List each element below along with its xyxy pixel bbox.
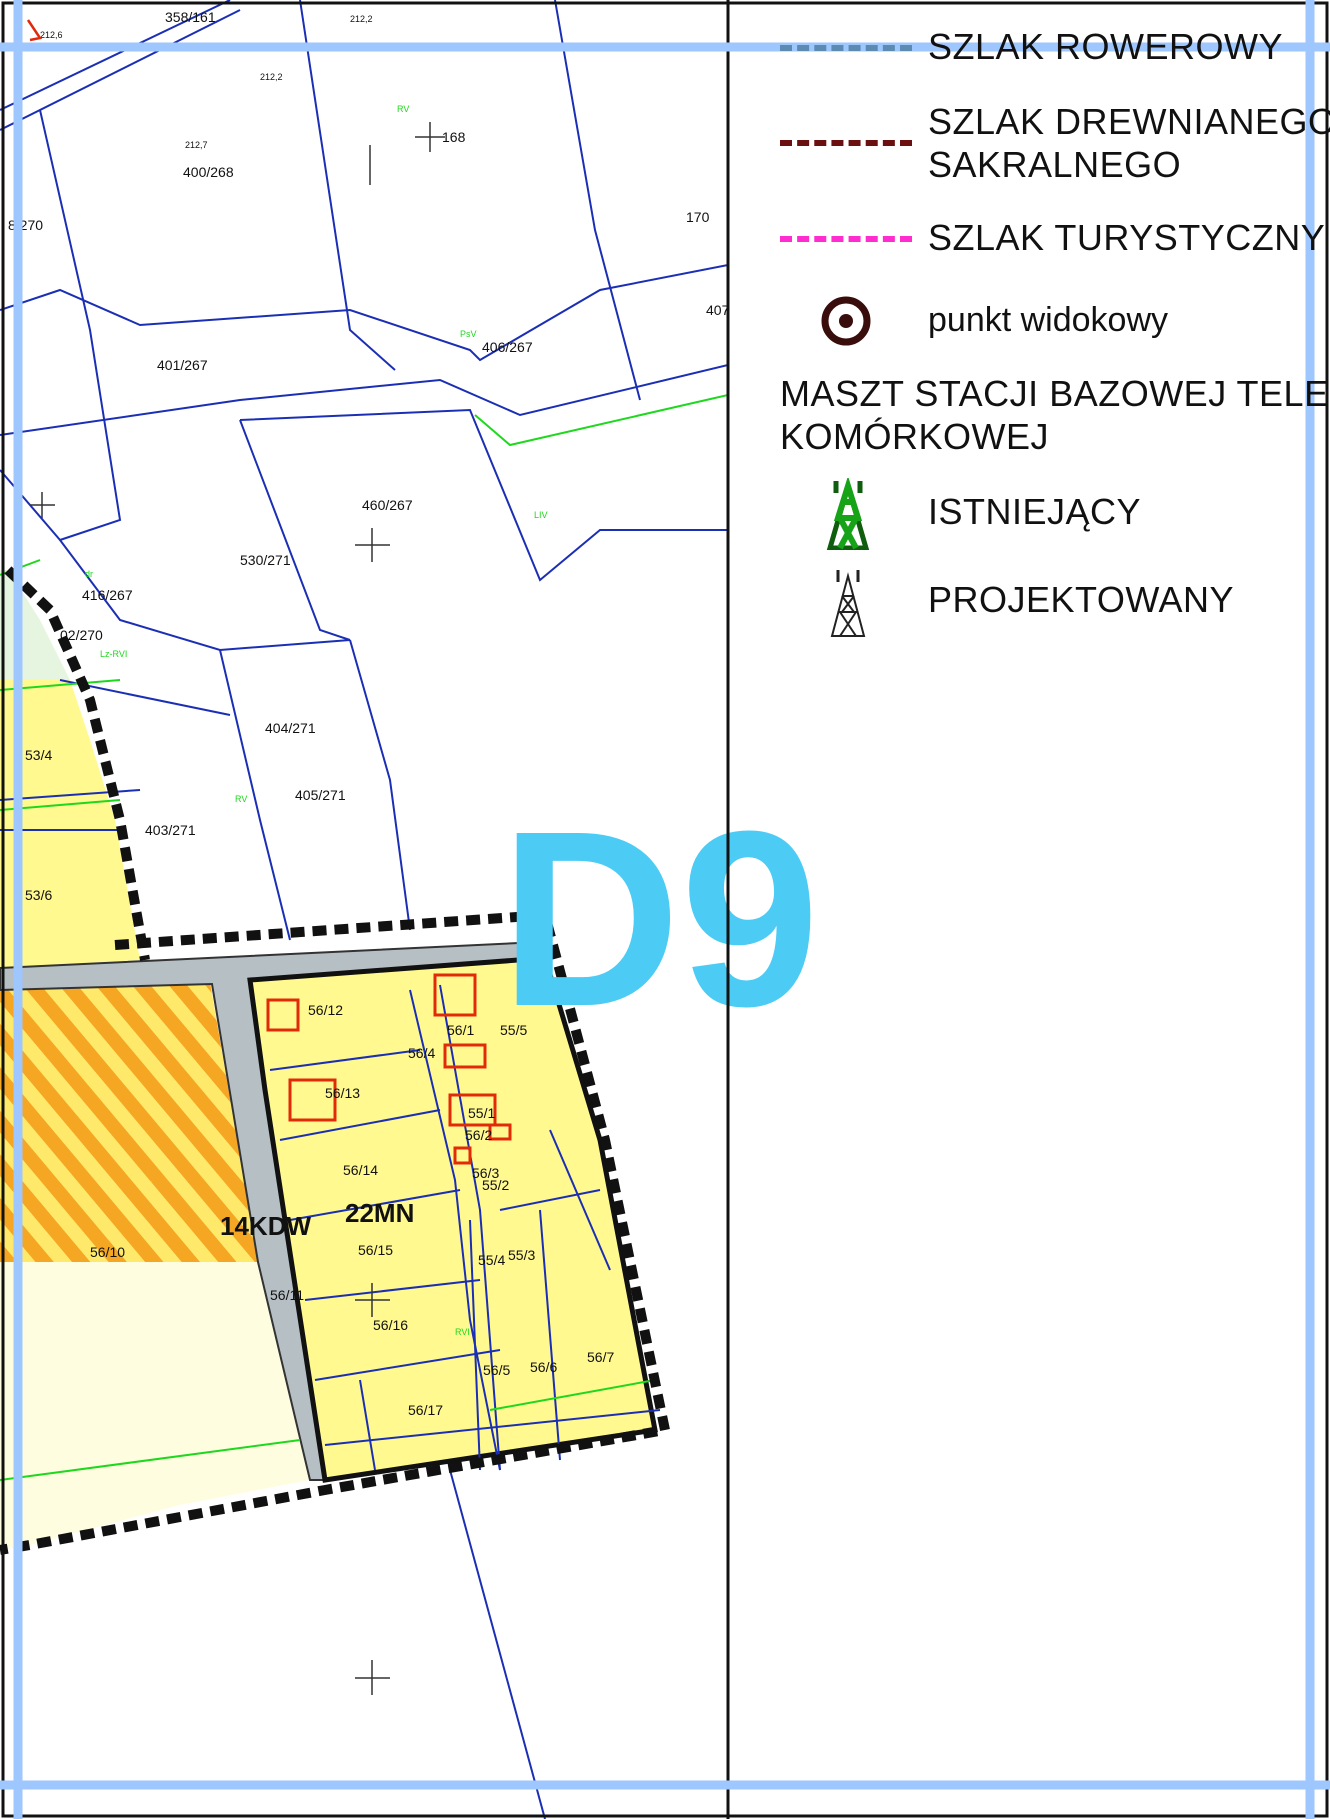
landuse-lines [0,394,728,1481]
parcel-label: 02/270 [60,627,103,643]
residential-zone-left [0,680,140,968]
zone-boundary-dash [0,909,671,1555]
zone-label-14kdw: 14KDW [220,1211,311,1241]
parcel-label: 56/4 [408,1045,435,1061]
buildings [266,973,512,1165]
landuse-label: RVI [455,1327,470,1337]
legend-sacral-trail-line1: SZLAK DREWNIANEGO [928,101,1330,142]
parcel-label: 53/4 [25,747,52,763]
mast-existing-icon [826,478,870,550]
landuse-label: LIV [534,510,548,520]
parcel-label: 56/13 [325,1085,360,1101]
parcel-label: 400/268 [183,164,234,180]
zone-label-22mn: 22MN [345,1198,414,1228]
map-area: 358/161 212,2 212,6 212,2 212,7 168 400/… [0,0,730,1819]
parcel-label: 403/271 [145,822,196,838]
parcel-label: 212,6 [40,30,63,40]
parcel-label: 406/267 [482,339,533,355]
parcel-label: 55/3 [508,1247,535,1263]
parcel-label: 404/271 [265,720,316,736]
landuse-label: dr [85,569,93,579]
cream-zone [0,1262,310,1550]
parcel-label: 416/267 [82,587,133,603]
legend-mast-heading-line2: KOMÓRKOWEJ [780,416,1050,457]
parcel-label: 212,2 [350,14,373,24]
tourist-trail-swatch [780,236,912,242]
parcel-label: 8/270 [8,217,43,233]
parcel-label: 407 [706,302,730,318]
grid-crosses [30,122,445,1695]
bike-trail-swatch [780,45,912,51]
mast-planned-icon [830,570,866,637]
landuse-label: PsV [460,329,477,339]
parcel-label: 401/267 [157,357,208,373]
parcel-label: 56/10 [90,1244,125,1260]
parcel-label: 56/12 [308,1002,343,1018]
parcel-label: 56/6 [530,1359,557,1375]
legend: SZLAK ROWEROWY SZLAK DREWNIANEGO SAKRALN… [728,0,1330,1819]
legend-mast-planned: PROJEKTOWANY [928,579,1235,620]
parcel-label: 56/16 [373,1317,408,1333]
parcel-label: 405/271 [295,787,346,803]
parcel-label: 55/4 [478,1252,505,1268]
parcel-label: 53/6 [25,887,52,903]
sacral-trail-swatch [780,140,912,146]
landuse-label: Lz-RVI [100,649,127,659]
legend-sacral-trail-line2: SAKRALNEGO [928,144,1182,185]
landuse-label: RV [397,104,409,114]
parcel-label: 56/15 [358,1242,393,1258]
viewpoint-icon [821,296,871,346]
parcel-label: 212,7 [185,140,208,150]
parcel-label: 56/1 [447,1022,474,1038]
parcel-labels: 358/161 212,2 212,6 212,2 212,7 168 400/… [8,9,730,1418]
parcel-label: 56/3 [472,1165,499,1181]
parcel-label: 56/2 [465,1127,492,1143]
parcel-label: 56/11 [270,1287,304,1303]
parcel-label: 212,2 [260,72,283,82]
parcel-label: 358/161 [165,9,216,25]
legend-viewpoint: punkt widokowy [928,301,1169,339]
legend-bike-trail: SZLAK ROWEROWY [928,26,1284,67]
zone-boundary-dash-left [4,566,150,961]
parcel-label: 55/5 [500,1022,527,1038]
sheet-label: D9 [500,779,820,1058]
legend-mast-existing: ISTNIEJĄCY [928,491,1142,532]
parcel-label: 56/7 [587,1349,614,1365]
parcel-label: 56/17 [408,1402,443,1418]
parcel-label: 56/14 [343,1162,378,1178]
legend-tourist-trail: SZLAK TURYSTYCZNY [928,217,1326,258]
parcel-label: 55/1 [468,1105,495,1121]
parcel-label: 168 [442,129,466,145]
parcel-label: 56/5 [483,1362,510,1378]
red-corner-mark [26,19,43,42]
parcel-label: 460/267 [362,497,413,513]
parcel-label: 170 [686,209,710,225]
parcel-label: 55/2 [482,1177,509,1193]
landuse-labels: RV PsV dr Lz-RVI RV RVI LIV [85,104,548,1337]
service-zone [0,982,258,1262]
parcel-label: 530/271 [240,552,291,568]
landuse-label: RV [235,794,247,804]
parcel-lines [0,0,728,1819]
legend-mast-heading-line1: MASZT STACJI BAZOWEJ TELEFONII [780,373,1330,414]
